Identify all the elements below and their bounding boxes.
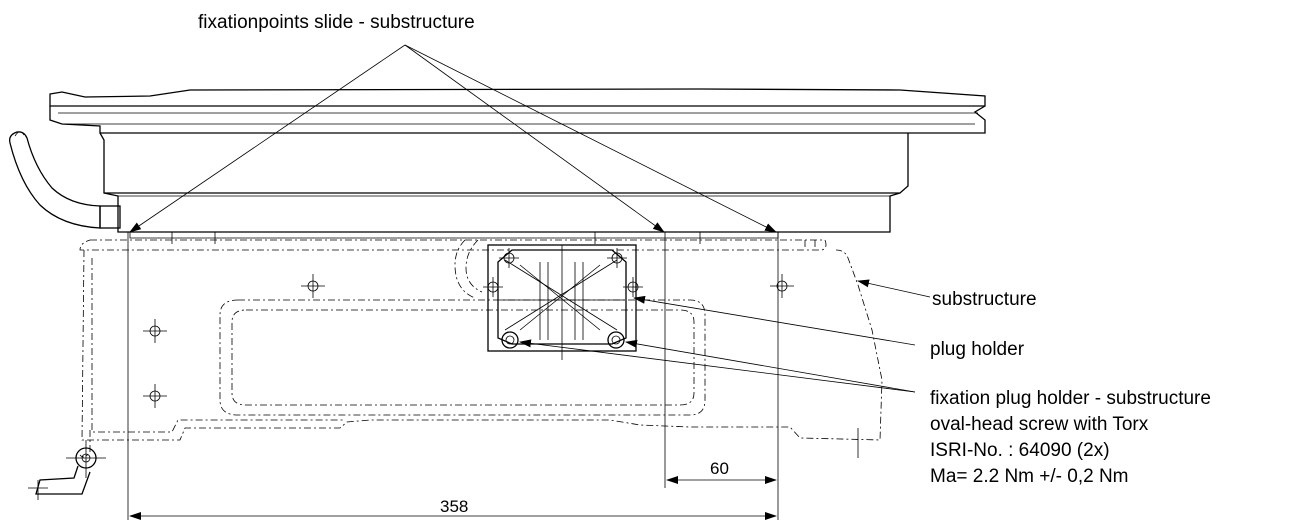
title-label: fixationpoints slide - substructure — [198, 12, 475, 33]
fixation-label-line-4: Ma= 2.2 Nm +/- 0,2 Nm — [930, 466, 1129, 487]
adjust-lever — [9, 131, 121, 229]
fixation-points-leaders — [129, 44, 777, 233]
dimension-60-label: 60 — [710, 459, 729, 478]
fixation-label-line-1: fixation plug holder - substructure — [930, 388, 1211, 409]
pivot-foot — [28, 440, 106, 500]
dimension-lines — [127, 232, 779, 520]
annotation-leaders — [519, 279, 931, 393]
substructure-body — [79, 232, 883, 458]
dimension-358-label: 358 — [440, 497, 468, 516]
plug-holder — [483, 244, 643, 360]
seat-top — [49, 88, 986, 233]
fixation-label-line-3: ISRI-No. : 64090 (2x) — [930, 440, 1110, 461]
mounting-holes — [143, 274, 794, 408]
plug-holder-label: plug holder — [930, 339, 1025, 360]
fixation-label-line-2: oval-head screw with Torx — [930, 414, 1149, 435]
substructure-label: substructure — [932, 289, 1037, 310]
